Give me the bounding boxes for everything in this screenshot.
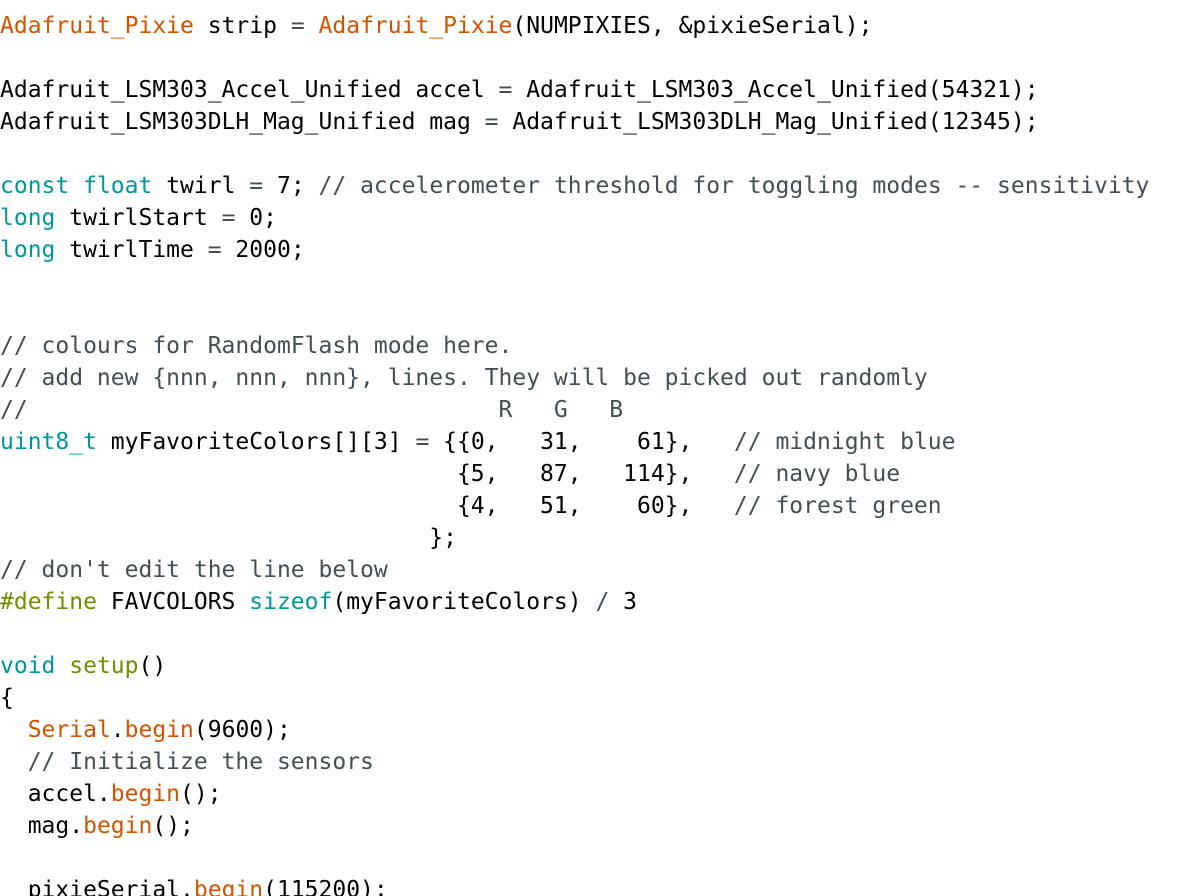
- code-token: float: [83, 173, 153, 199]
- code-token: accel.: [0, 781, 111, 807]
- code-line[interactable]: Adafruit_LSM303DLH_Mag_Unified mag = Ada…: [0, 106, 1149, 138]
- code-token: long: [0, 237, 56, 263]
- code-token: =: [249, 173, 264, 199]
- code-line[interactable]: {4, 51, 60}, // forest green: [0, 490, 1149, 522]
- code-token: {4, 51, 60},: [0, 493, 734, 519]
- code-token: twirlStart: [55, 205, 222, 231]
- code-token: ();: [152, 813, 194, 839]
- code-line[interactable]: long twirlTime = 2000;: [0, 234, 1149, 266]
- code-line[interactable]: [0, 266, 1149, 298]
- code-token: #define: [0, 589, 97, 615]
- code-line[interactable]: #define FAVCOLORS sizeof(myFavoriteColor…: [0, 586, 1149, 618]
- code-token: {: [0, 685, 14, 711]
- code-line[interactable]: // R G B: [0, 394, 1149, 426]
- code-token: const: [0, 173, 70, 199]
- code-line[interactable]: [0, 42, 1149, 74]
- code-text[interactable]: Adafruit_Pixie strip = Adafruit_Pixie(NU…: [0, 10, 1149, 896]
- code-line[interactable]: mag.begin();: [0, 810, 1149, 842]
- code-line[interactable]: accel.begin();: [0, 778, 1149, 810]
- code-line[interactable]: // don't edit the line below: [0, 554, 1149, 586]
- code-token: setup: [69, 653, 139, 679]
- code-line[interactable]: [0, 138, 1149, 170]
- code-line[interactable]: pixieSerial.begin(115200);: [0, 874, 1149, 896]
- code-token: begin: [124, 717, 194, 743]
- code-token: myFavoriteColors[][3]: [96, 429, 416, 455]
- code-token: Adafruit_Pixie: [0, 13, 194, 39]
- code-token: Adafruit_LSM303_Accel_Unified accel: [0, 77, 499, 103]
- code-token: =: [290, 13, 305, 39]
- code-token: =: [207, 237, 222, 263]
- code-token: FAVCOLORS: [96, 589, 250, 615]
- code-token: begin: [83, 813, 153, 839]
- code-line[interactable]: void setup(): [0, 650, 1149, 682]
- code-token: (myFavoriteColors): [332, 589, 596, 615]
- code-token: 7;: [263, 173, 319, 199]
- code-token: // navy blue: [733, 461, 901, 487]
- code-line[interactable]: uint8_t myFavoriteColors[][3] = {{0, 31,…: [0, 426, 1149, 458]
- code-token: uint8_t: [0, 429, 97, 455]
- code-token: 3: [609, 589, 638, 615]
- code-token: // don't edit the line below: [0, 557, 388, 583]
- code-line[interactable]: Serial.begin(9600);: [0, 714, 1149, 746]
- code-token: [0, 749, 28, 775]
- code-line[interactable]: // add new {nnn, nnn, nnn}, lines. They …: [0, 362, 1149, 394]
- code-token: Adafruit_LSM303DLH_Mag_Unified(12345);: [498, 109, 1039, 135]
- code-token: twirlTime: [55, 237, 208, 263]
- code-token: (NUMPIXIES, &pixieSerial);: [512, 13, 873, 39]
- code-line[interactable]: {5, 87, 114}, // navy blue: [0, 458, 1149, 490]
- code-token: strip: [193, 13, 291, 39]
- code-token: {5, 87, 114},: [0, 461, 734, 487]
- code-token: // R G B: [0, 397, 624, 423]
- code-line[interactable]: [0, 298, 1149, 330]
- code-token: sizeof: [249, 589, 333, 615]
- code-token: 0;: [235, 205, 277, 231]
- code-token: Serial: [27, 717, 111, 743]
- code-token: (115200);: [263, 877, 388, 896]
- code-line[interactable]: {: [0, 682, 1149, 714]
- code-token: // forest green: [733, 493, 942, 519]
- code-line[interactable]: };: [0, 522, 1149, 554]
- code-token: begin: [193, 877, 264, 896]
- code-token: Adafruit_Pixie: [318, 13, 513, 39]
- code-line[interactable]: const float twirl = 7; // accelerometer …: [0, 170, 1149, 202]
- code-token: // accelerometer threshold for toggling …: [318, 173, 1150, 199]
- code-token: =: [498, 77, 513, 103]
- code-token: [0, 717, 28, 743]
- code-line[interactable]: Adafruit_LSM303_Accel_Unified accel = Ad…: [0, 74, 1149, 106]
- code-token: // add new {nnn, nnn, nnn}, lines. They …: [0, 365, 928, 391]
- code-token: =: [484, 109, 499, 135]
- code-token: long: [0, 205, 56, 231]
- code-token: {{0, 31, 61},: [429, 429, 734, 455]
- code-token: // Initialize the sensors: [27, 749, 374, 775]
- code-token: [69, 173, 83, 199]
- code-token: mag.: [0, 813, 84, 839]
- code-line[interactable]: [0, 842, 1149, 874]
- code-token: // colours for RandomFlash mode here.: [0, 333, 513, 359]
- code-token: begin: [110, 781, 181, 807]
- code-token: };: [0, 525, 457, 551]
- code-line[interactable]: // Initialize the sensors: [0, 746, 1149, 778]
- code-line[interactable]: // colours for RandomFlash mode here.: [0, 330, 1149, 362]
- code-token: 2000;: [221, 237, 305, 263]
- code-line[interactable]: [0, 618, 1149, 650]
- code-token: (9600);: [193, 717, 291, 743]
- code-token: pixieSerial.: [0, 877, 194, 896]
- code-token: =: [221, 205, 236, 231]
- code-token: Adafruit_LSM303_Accel_Unified(54321);: [512, 77, 1039, 103]
- code-token: (): [138, 653, 167, 679]
- code-token: [55, 653, 69, 679]
- code-token: // midnight blue: [733, 429, 956, 455]
- code-token: ();: [180, 781, 222, 807]
- code-token: /: [595, 589, 610, 615]
- code-token: void: [0, 653, 56, 679]
- code-line[interactable]: long twirlStart = 0;: [0, 202, 1149, 234]
- code-token: [305, 13, 319, 39]
- code-line[interactable]: Adafruit_Pixie strip = Adafruit_Pixie(NU…: [0, 10, 1149, 42]
- code-token: twirl: [152, 173, 250, 199]
- code-token: Adafruit_LSM303DLH_Mag_Unified mag: [0, 109, 485, 135]
- code-token: .: [110, 717, 125, 743]
- code-token: =: [415, 429, 430, 455]
